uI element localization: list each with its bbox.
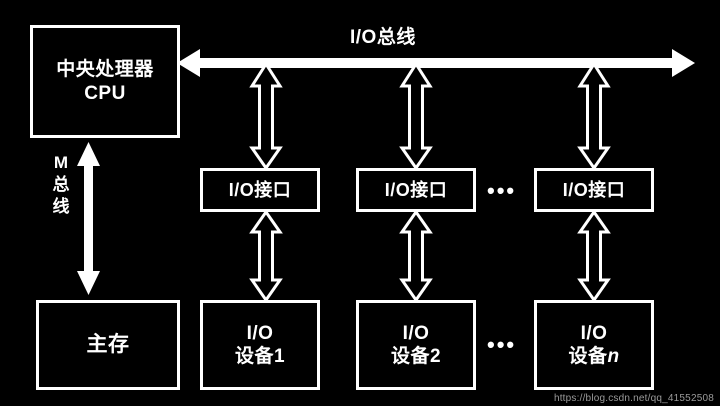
io-device-box-1: I/O 设备1	[200, 300, 320, 390]
bus-to-interface-arrow-2	[399, 61, 433, 171]
cpu-label-en: CPU	[84, 82, 126, 104]
io-device-index-3: n	[607, 345, 620, 367]
io-device-index-1: 1	[273, 345, 286, 367]
io-interface-box-1: I/O接口	[200, 168, 320, 212]
m-bus-char-2: 总	[52, 175, 70, 195]
io-device-label-3-top: I/O	[580, 323, 608, 345]
io-device-label-2-top: I/O	[402, 323, 430, 345]
interface-row-ellipsis: •••	[487, 178, 517, 203]
io-interface-box-2: I/O接口	[356, 168, 476, 212]
io-device-label-3-bottom: 设备n	[568, 346, 619, 367]
m-bus-arrow	[77, 142, 100, 295]
bus-to-interface-arrow-3	[577, 61, 611, 171]
io-bus-arrow	[177, 49, 695, 77]
io-interface-label-1: I/O接口	[228, 179, 292, 200]
io-interface-label-3: I/O接口	[562, 179, 626, 200]
io-device-index-2: 2	[429, 345, 442, 367]
watermark: https://blog.csdn.net/qq_41552508	[553, 393, 714, 404]
io-device-label-1-top: I/O	[246, 323, 274, 345]
io-interface-label-2: I/O接口	[384, 179, 448, 200]
m-bus-label: M 总 线	[48, 152, 74, 218]
interface-to-device-arrow-2	[399, 209, 433, 303]
device-row-ellipsis: •••	[487, 332, 517, 357]
interface-to-device-arrow-1	[249, 209, 283, 303]
io-device-label-1-bottom: 设备1	[235, 346, 285, 367]
interface-to-device-arrow-3	[577, 209, 611, 303]
cpu-label-cn: 中央处理器	[56, 59, 154, 81]
io-interface-box-3: I/O接口	[534, 168, 654, 212]
bus-to-interface-arrow-1	[249, 61, 283, 171]
io-device-box-2: I/O 设备2	[356, 300, 476, 390]
io-device-prefix-2: 设备	[390, 345, 430, 367]
main-memory-box: 主存	[36, 300, 180, 390]
io-device-label-2-bottom: 设备2	[391, 346, 441, 367]
io-device-prefix-1: 设备	[234, 345, 274, 367]
m-bus-char-1: M	[53, 153, 69, 172]
io-device-prefix-3: 设备	[568, 345, 608, 367]
main-memory-label: 主存	[86, 333, 130, 357]
io-bus-label: I/O总线	[350, 27, 416, 48]
m-bus-char-3: 线	[52, 197, 70, 217]
cpu-box: 中央处理器 CPU	[30, 25, 180, 138]
io-device-box-3: I/O 设备n	[534, 300, 654, 390]
